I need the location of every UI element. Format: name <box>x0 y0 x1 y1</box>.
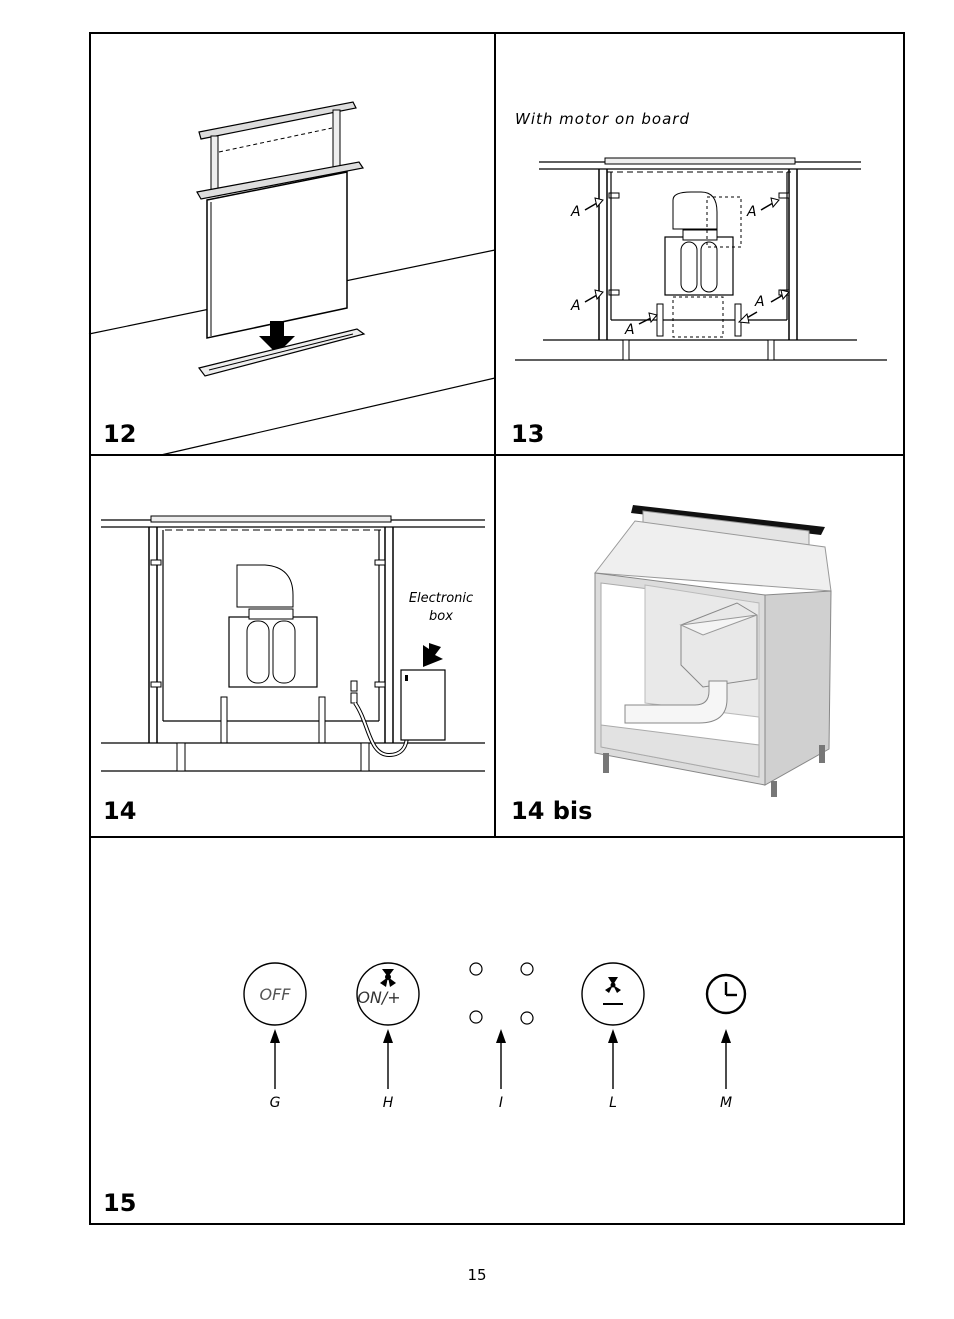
button-g-text: OFF <box>260 985 292 1004</box>
figure-14-bis-number: 14 bis <box>511 797 593 825</box>
electronic-box-label: Electronic box <box>408 591 474 624</box>
marker-a-5: A <box>624 322 635 338</box>
marker-a-3: A <box>570 298 581 314</box>
label-m: M <box>720 1095 732 1111</box>
figure-14-bis-illustration <box>594 505 832 797</box>
label-h: H <box>383 1095 394 1111</box>
page-number: 15 <box>467 1266 487 1284</box>
figure-14-illustration <box>101 515 485 772</box>
marker-a-2: A <box>746 204 757 220</box>
fan-icon-h <box>380 969 396 987</box>
fan-icon-l <box>605 977 621 993</box>
label-i: I <box>499 1095 503 1111</box>
label-g: G <box>270 1095 281 1111</box>
figure-12-illustration <box>88 101 496 456</box>
grid-divider-horizontal-1 <box>89 454 905 456</box>
figure-grid-frame <box>89 32 905 1225</box>
figure-15-number: 15 <box>103 1189 137 1217</box>
figure-12-panel: 12 <box>88 32 496 456</box>
button-m-timer <box>705 973 747 1015</box>
figure-13-caption: With motor on board <box>515 110 690 128</box>
figure-12-number: 12 <box>103 420 137 448</box>
figure-13-panel: With motor on board <box>495 32 905 455</box>
marker-a-1: A <box>570 204 581 220</box>
figure-14-bis-panel: 14 bis <box>495 455 905 837</box>
marker-a-4: A <box>754 294 765 310</box>
figure-14-panel: Electronic box 14 <box>89 455 495 837</box>
button-l-minus <box>581 962 645 1026</box>
button-g-off: OFF <box>243 962 307 1026</box>
pointer-arrows <box>270 1029 731 1089</box>
figure-13-illustration: A A A A A <box>515 157 887 361</box>
figure-14-number: 14 <box>103 797 137 825</box>
figure-15-illustration: OFF ON/+ <box>243 962 747 1111</box>
label-l: L <box>609 1095 617 1111</box>
speed-indicator-leds <box>469 962 534 1025</box>
figure-13-number: 13 <box>511 420 545 448</box>
figure-15-panel: OFF ON/+ <box>89 837 905 1225</box>
grid-divider-horizontal-2 <box>89 836 905 838</box>
button-h-on-plus: ON/+ <box>356 962 420 1026</box>
grid-divider-vertical-top <box>494 32 496 837</box>
button-h-text: ON/+ <box>357 988 400 1007</box>
